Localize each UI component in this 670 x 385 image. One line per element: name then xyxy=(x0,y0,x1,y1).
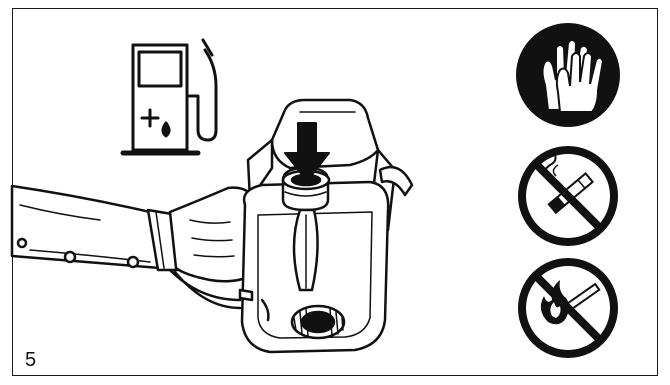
figure-number: 5 xyxy=(25,350,36,370)
no-open-flame-icon xyxy=(522,262,614,354)
protective-gloves-icon xyxy=(516,23,620,127)
no-smoking-icon xyxy=(522,150,614,242)
engine-fuel-tank xyxy=(240,100,412,352)
fuel-pump-icon xyxy=(123,40,216,153)
